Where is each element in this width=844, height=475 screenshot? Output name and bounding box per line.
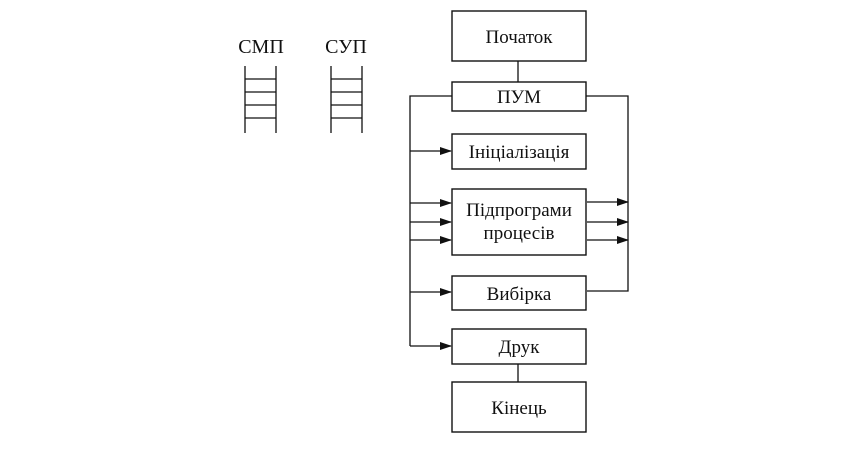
block-processes-label-line2: процесів <box>484 223 555 244</box>
block-sample-label: Вибірка <box>487 284 552 305</box>
block-print-label: Друк <box>499 337 541 358</box>
block-end: Кінець <box>451 381 587 433</box>
block-pum-label: ПУМ <box>497 87 541 108</box>
block-print: Друк <box>451 328 587 365</box>
block-init-label: Ініціалізація <box>469 142 570 163</box>
stack-smp-label: СМП <box>238 36 284 58</box>
block-pum: ПУМ <box>451 81 587 112</box>
stack-smp: СМП <box>238 36 284 133</box>
block-end-label: Кінець <box>491 398 547 419</box>
stack-sup: СУП <box>325 36 367 133</box>
block-init: Ініціалізація <box>451 133 587 170</box>
block-start-label: Початок <box>485 27 553 48</box>
block-sample: Вибірка <box>451 275 587 311</box>
right-bus-line <box>586 95 629 292</box>
block-start: Початок <box>451 10 587 62</box>
stack-sup-label: СУП <box>325 36 367 58</box>
block-processes: Підпрограми процесів <box>451 188 587 256</box>
block-processes-label-line1: Підпрограми <box>466 200 572 221</box>
left-bus-line <box>409 95 452 346</box>
